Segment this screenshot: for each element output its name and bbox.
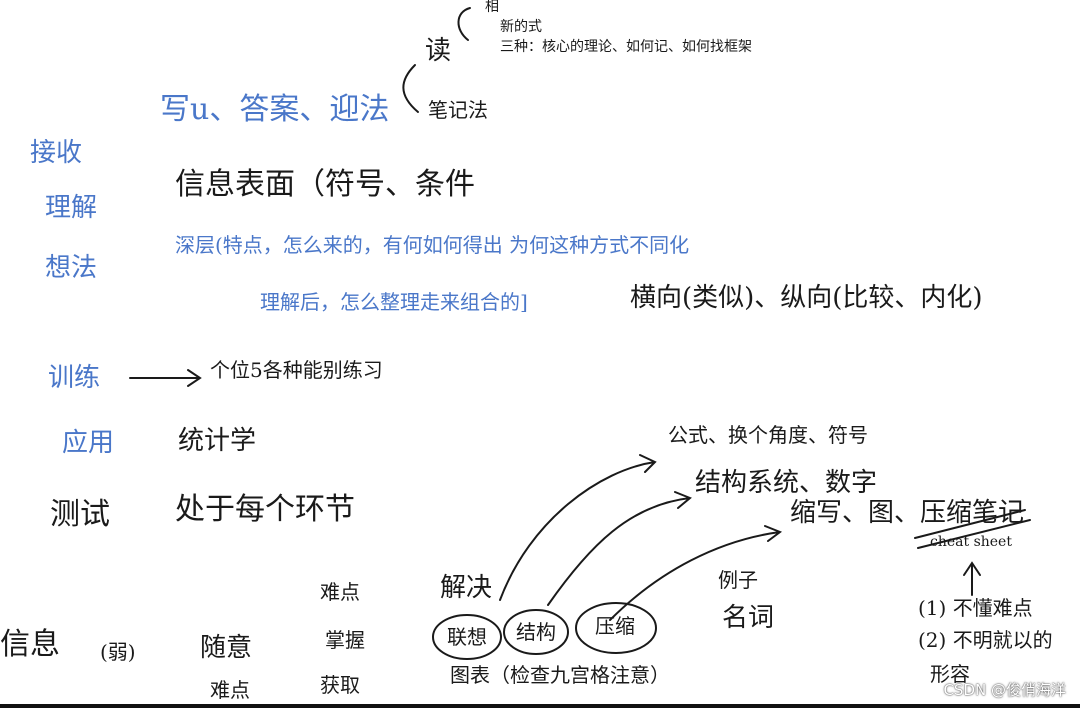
text-circle-structure: 结构 xyxy=(516,620,556,644)
train-arrow xyxy=(129,369,202,387)
arrow-formula xyxy=(499,454,657,601)
text-grasp: 掌握 xyxy=(325,628,365,652)
text-solve: 解决 xyxy=(440,573,493,603)
label-think: 想法 xyxy=(45,253,98,283)
text-train: 个位5各种能别练习 xyxy=(210,358,383,382)
text-info: 信息 xyxy=(0,627,60,662)
text-list3: 形容 xyxy=(930,662,970,686)
text-circle-association: 联想 xyxy=(447,625,487,649)
cheatsheet-underline xyxy=(914,509,1026,539)
text-circle-compress: 压缩 xyxy=(595,614,635,638)
text-apply: 统计学 xyxy=(178,426,257,456)
watermark: CSDN @俊俏海洋 xyxy=(943,681,1066,699)
line-think-a: 深层(特点，怎么来的，有何如何得出 为何这种方式不同化 xyxy=(175,233,690,257)
brace-read xyxy=(457,7,471,41)
text-difficult: 难点 xyxy=(320,580,360,604)
text-item1: 相 xyxy=(485,0,499,15)
label-test: 测试 xyxy=(50,497,110,532)
text-item3: 三种：核心的理论、如何记、如何找框架 xyxy=(500,39,752,55)
text-cheatsheet: cheat sheet xyxy=(930,534,1012,550)
text-read: 读 xyxy=(425,36,452,66)
text-casual: 随意 xyxy=(200,633,253,663)
label-understand: 理解 xyxy=(45,193,98,223)
text-example: 例子 xyxy=(718,568,758,592)
label-apply: 应用 xyxy=(62,428,115,458)
text-acquire: 获取 xyxy=(320,673,360,697)
text-compress: 缩写、图、压缩笔记 xyxy=(790,498,1025,528)
brace-main xyxy=(402,64,419,113)
circle-association xyxy=(432,614,502,660)
label-train: 训练 xyxy=(48,363,101,393)
circle-compress xyxy=(575,602,657,654)
text-list1: (1) 不懂难点 xyxy=(918,596,1033,620)
line-understand: 信息表面（符号、条件 xyxy=(175,167,475,202)
text-summary: 图表（检查九宫格注意） xyxy=(450,663,670,687)
text-test: 处于每个环节 xyxy=(175,492,355,527)
text-formula: 公式、换个角度、符号 xyxy=(668,423,868,447)
text-item2: 新的式 xyxy=(500,19,542,35)
line-think-c: 横向(类似)、纵向(比较、内化) xyxy=(630,283,983,313)
circle-structure xyxy=(503,609,569,655)
text-points: 难点 xyxy=(210,678,250,702)
line-think-b: 理解后，怎么整理走来组合的] xyxy=(260,290,528,314)
text-noun: 名词 xyxy=(722,603,775,633)
text-notes-method: 笔记法 xyxy=(428,98,488,122)
text-list2: (2) 不明就以的 xyxy=(918,628,1053,652)
cheatsheet-arrow xyxy=(963,561,981,596)
arrow-structure xyxy=(547,491,692,606)
text-structure: 结构系统、数字 xyxy=(695,468,878,498)
cheatsheet-underline-2 xyxy=(917,519,1031,549)
line-receive: 写u、答案、迎法 xyxy=(160,92,390,127)
label-receive: 接收 xyxy=(30,138,83,168)
bottom-bar xyxy=(0,704,1080,708)
arrow-compress xyxy=(609,525,783,621)
text-weak: (弱) xyxy=(100,640,136,664)
